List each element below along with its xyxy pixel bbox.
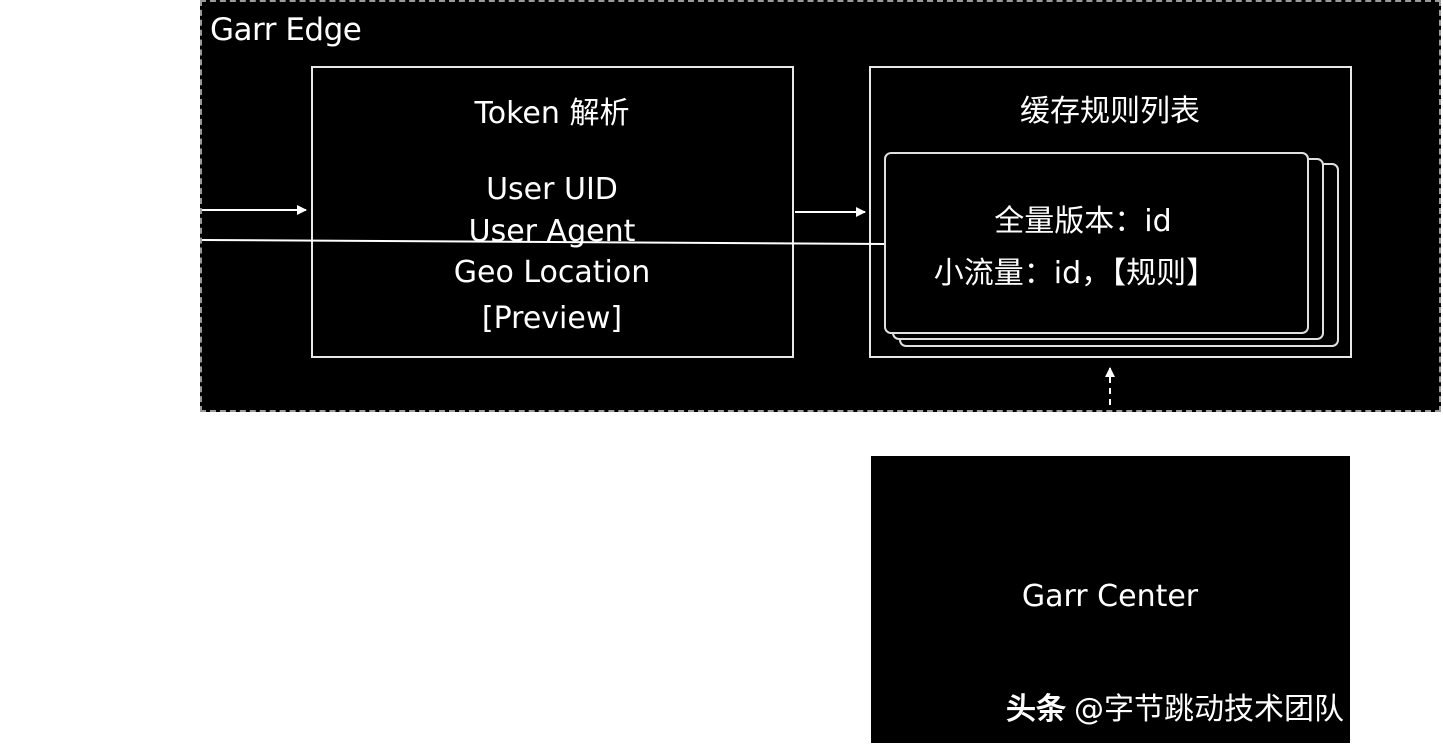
watermark-logo: 头条 — [1006, 692, 1066, 727]
garr-center-box — [871, 456, 1350, 743]
token-field-user-uid: User UID — [486, 172, 618, 207]
rule-card-front — [884, 152, 1309, 334]
rule-card-small-traffic: 小流量：id，【规则】 — [933, 256, 1217, 291]
token-parse-box — [311, 66, 794, 358]
passthrough-line — [201, 239, 885, 245]
rule-card-full-version: 全量版本：id — [994, 204, 1172, 239]
token-parse-title: Token 解析 — [474, 96, 630, 131]
cache-rules-box — [869, 66, 1352, 358]
garr-center-title: Garr Center — [1021, 579, 1199, 614]
token-field-preview: [Preview] — [481, 301, 623, 336]
watermark: 头条@字节跳动技术团队 — [1006, 684, 1344, 728]
cache-rules-title: 缓存规则列表 — [1020, 94, 1200, 129]
watermark-text: @字节跳动技术团队 — [1074, 692, 1344, 727]
garr-edge-title: Garr Edge — [210, 12, 362, 48]
token-field-geo-location: Geo Location — [453, 255, 651, 290]
